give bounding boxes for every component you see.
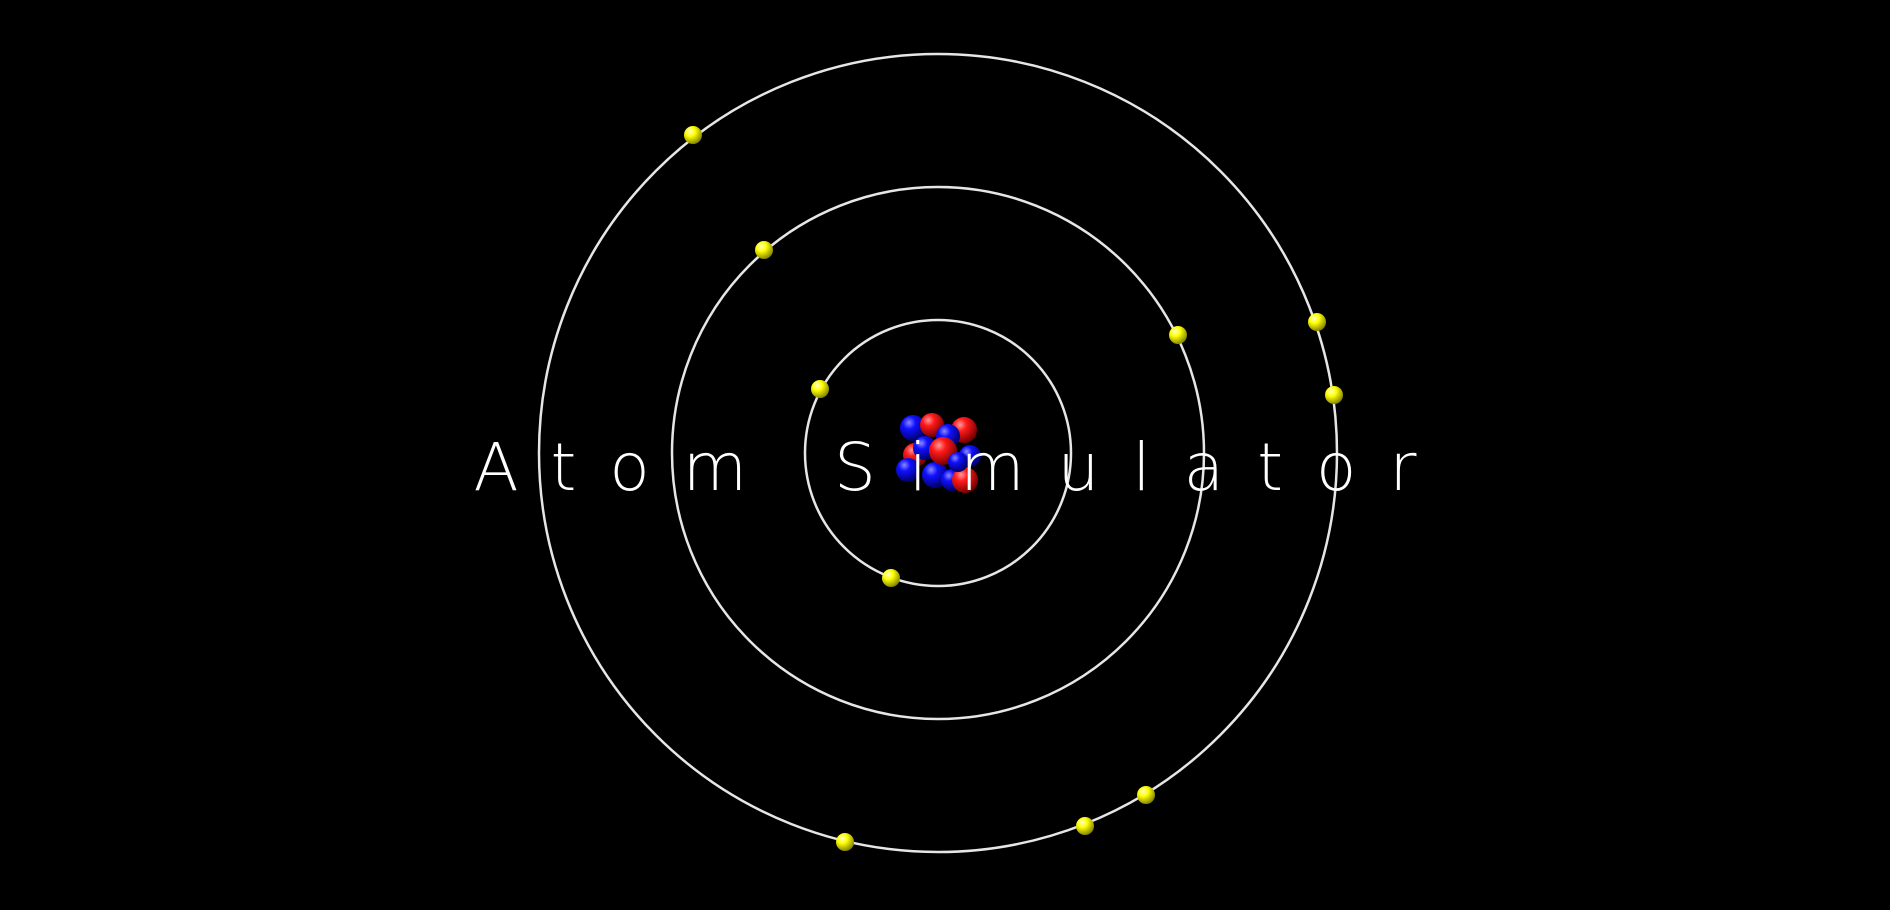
electron [882,569,900,587]
proton [952,467,978,493]
electron [836,833,854,851]
orbit-shell-1 [803,318,1073,588]
neutron [896,458,920,482]
electron [1308,313,1326,331]
electron [755,241,773,259]
electron [1076,817,1094,835]
orbit-shell-3 [537,52,1339,854]
neutron [900,415,926,441]
neutron [948,452,968,472]
orbit-shell-2 [670,185,1206,721]
electron [1169,326,1187,344]
nucleus [896,413,981,493]
electron [1325,386,1343,404]
electron [1137,786,1155,804]
electron [684,126,702,144]
electron [811,380,829,398]
